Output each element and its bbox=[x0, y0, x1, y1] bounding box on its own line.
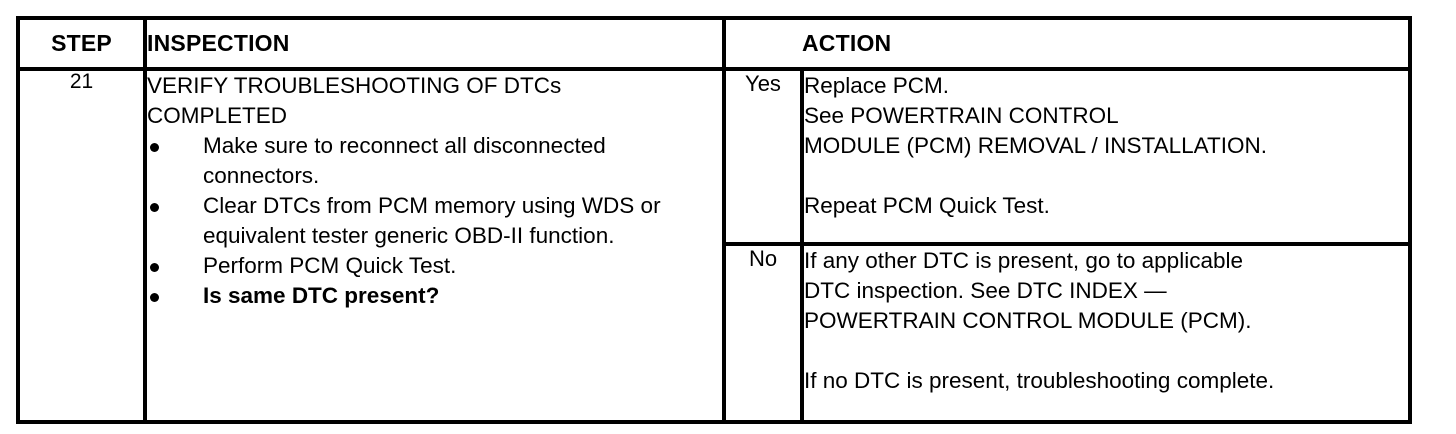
table-row: 21 VERIFY TROUBLESHOOTING OF DTCs COMPLE… bbox=[18, 69, 1410, 422]
inspection-title: VERIFY TROUBLESHOOTING OF DTCs COMPLETED bbox=[147, 73, 562, 128]
action-secondary-text: Repeat PCM Quick Test. bbox=[804, 193, 1050, 218]
action-cell-no: If any other DTC is present, go to appli… bbox=[802, 244, 1410, 422]
list-item-label: Make sure to reconnect all disconnected … bbox=[203, 133, 606, 188]
list-item-question: Is same DTC present? bbox=[147, 281, 722, 311]
list-item: Make sure to reconnect all disconnected … bbox=[147, 131, 722, 191]
table-row: No If any other DTC is present, go to ap… bbox=[18, 244, 1410, 422]
bullet-dot-icon bbox=[150, 203, 159, 212]
bullet-dot-icon bbox=[150, 143, 159, 152]
diagnostic-procedure-table: STEP INSPECTION ACTION 21 VERIFY TROUBLE… bbox=[16, 16, 1412, 424]
column-header-inspection: INSPECTION bbox=[145, 18, 726, 71]
column-header-action: ACTION bbox=[802, 18, 1410, 71]
bullet-dot-icon bbox=[150, 263, 159, 272]
action-spacer bbox=[804, 336, 1408, 366]
step-number-cell: 21 bbox=[18, 69, 147, 422]
list-item-label: Clear DTCs from PCM memory using WDS or … bbox=[203, 193, 661, 248]
list-item-label: Perform PCM Quick Test. bbox=[203, 253, 457, 278]
table-header-row: STEP INSPECTION ACTION bbox=[18, 18, 1410, 71]
bullet-dot-icon bbox=[150, 293, 159, 302]
inspection-cell: VERIFY TROUBLESHOOTING OF DTCs COMPLETED… bbox=[145, 69, 726, 422]
list-item-label: Is same DTC present? bbox=[203, 283, 440, 308]
action-primary-text: If any other DTC is present, go to appli… bbox=[804, 248, 1252, 333]
action-spacer bbox=[804, 161, 1408, 191]
action-secondary-text: If no DTC is present, troubleshooting co… bbox=[804, 368, 1275, 393]
inspection-bullet-list: Make sure to reconnect all disconnected … bbox=[147, 131, 722, 311]
list-item: Perform PCM Quick Test. bbox=[147, 251, 722, 281]
action-primary-text: Replace PCM. See POWERTRAIN CONTROL MODU… bbox=[804, 73, 1267, 158]
branch-label-no: No bbox=[724, 244, 804, 422]
list-item: Clear DTCs from PCM memory using WDS or … bbox=[147, 191, 722, 251]
action-cell-yes: Replace PCM. See POWERTRAIN CONTROL MODU… bbox=[802, 69, 1410, 246]
column-header-branch bbox=[724, 18, 802, 71]
branch-label-yes: Yes bbox=[724, 69, 804, 246]
column-header-step: STEP bbox=[18, 18, 147, 71]
